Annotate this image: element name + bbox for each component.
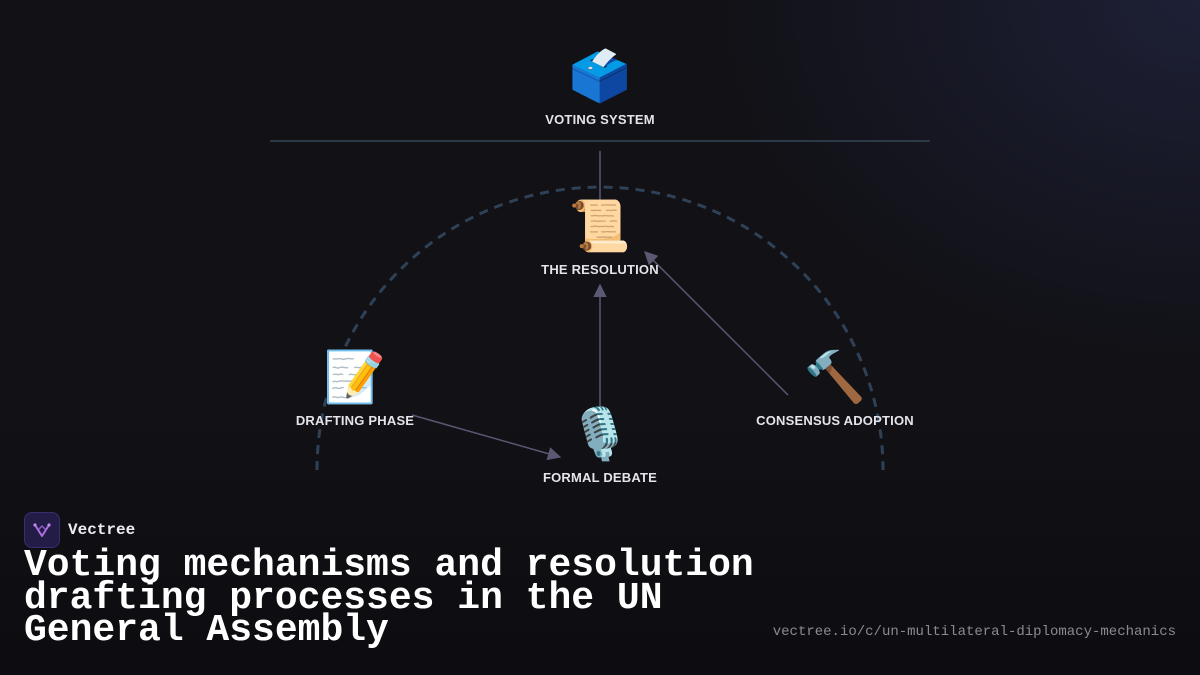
brand-name: Vectree [68,521,136,539]
microphone-icon: 🎙️ [568,405,632,463]
memo-icon: 📝 [323,348,387,406]
node-consensus-adoption: 🔨 CONSENSUS ADOPTION [756,349,914,428]
scroll-icon: 📜 [568,197,632,255]
ballot-box-icon: 🗳️ [568,47,632,105]
node-formal-debate: 🎙️ FORMAL DEBATE [543,406,657,485]
page-title: Voting mechanisms and resolution draftin… [24,544,754,652]
node-label: DRAFTING PHASE [295,413,415,428]
brand: Vectree [24,512,135,548]
vectree-logo-icon [24,512,60,548]
edge-drafting-to-debate [411,414,562,461]
source-url[interactable]: vectree.io/c/un-multilateral-diplomacy-m… [772,624,1176,640]
node-label: THE RESOLUTION [541,262,659,277]
node-voting-system: 🗳️ VOTING SYSTEM [545,48,655,127]
node-label: FORMAL DEBATE [542,470,658,485]
node-label: CONSENSUS ADOPTION [756,413,914,428]
node-the-resolution: 📜 THE RESOLUTION [541,198,659,277]
edge-consensus-to-resolution [644,251,789,396]
hammer-icon: 🔨 [803,348,867,406]
node-label: VOTING SYSTEM [545,112,655,127]
node-drafting-phase: 📝 DRAFTING PHASE [296,349,414,428]
